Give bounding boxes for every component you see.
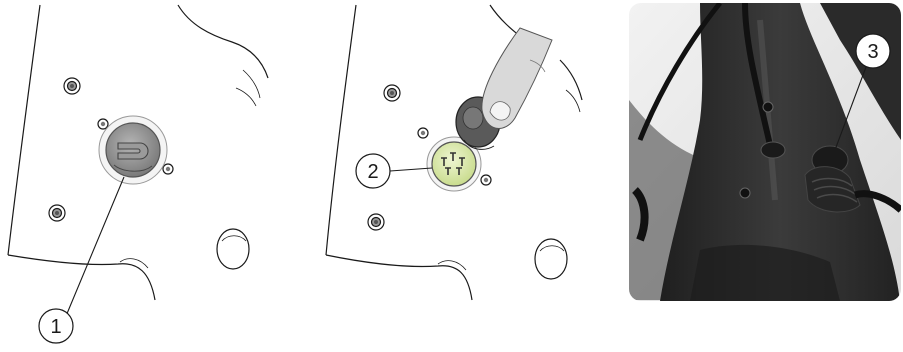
frame-crease-3 [437, 260, 467, 271]
bolt-icon [417, 127, 429, 139]
frame-crease [565, 89, 581, 113]
callout-number: 2 [367, 161, 378, 183]
bolt-icon [383, 84, 401, 102]
bolt-icon [480, 174, 492, 186]
bolt-icon [48, 204, 66, 222]
panel-closed-cover [7, 4, 269, 301]
frame-hole [216, 228, 250, 270]
callout-number: 3 [867, 41, 878, 63]
frame-outline-left [7, 4, 41, 256]
panel-open-cover [325, 4, 583, 301]
frame-crease-3 [119, 258, 149, 269]
frame-outline-left [325, 4, 357, 256]
bolt-icon [367, 213, 385, 231]
callout-3: 3 [831, 33, 891, 159]
charger-plug [804, 166, 901, 213]
panel-photo-plugged [629, 3, 901, 301]
callout-1: 1 [38, 176, 125, 344]
callout-number: 1 [50, 316, 61, 338]
frame-hole [534, 238, 568, 280]
frame-outline-top [177, 4, 269, 79]
frame-outline-bottom [325, 254, 473, 301]
charging-socket-open [426, 136, 482, 192]
frame-outline-top-2 [559, 59, 583, 101]
charging-port-cover [98, 115, 168, 185]
frame-crease-2 [235, 87, 257, 107]
callout-2: 2 [355, 153, 433, 189]
bolt-icon [162, 163, 174, 175]
frame-outline-bottom [7, 254, 156, 301]
finger-illustration [481, 27, 553, 129]
bolt-icon [97, 118, 109, 130]
frame-crease [242, 69, 261, 99]
bolt-icon [63, 77, 81, 95]
